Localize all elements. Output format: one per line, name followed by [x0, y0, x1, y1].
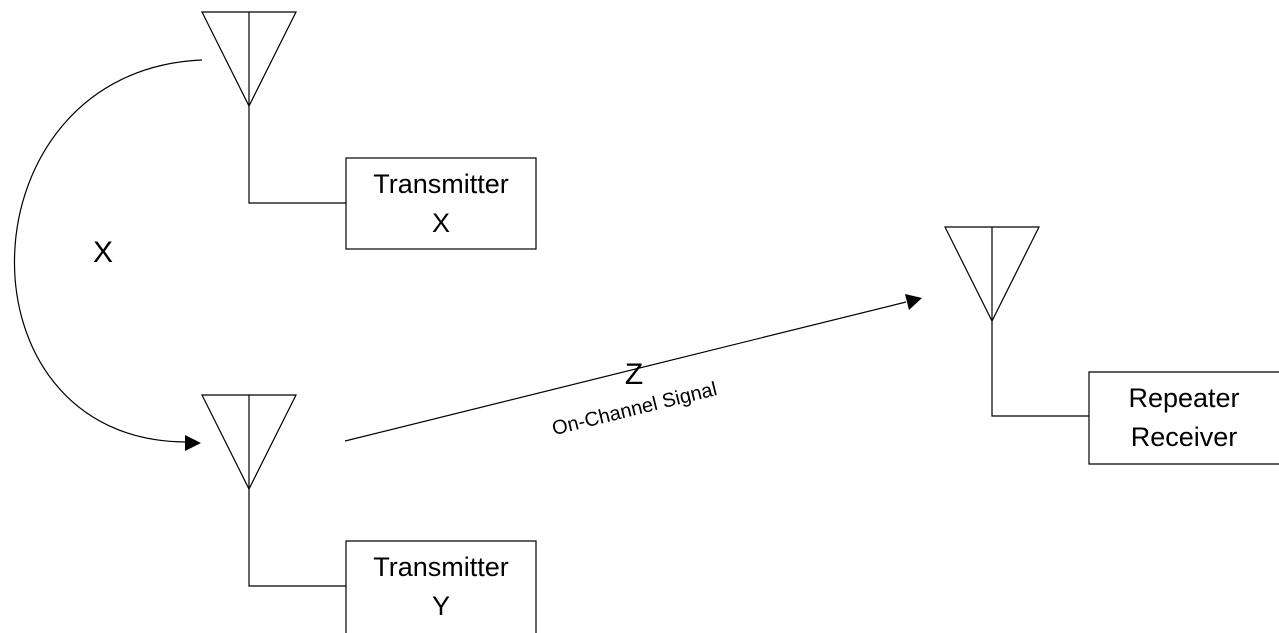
transmitter-x-antenna — [201, 11, 346, 204]
arc-label: X — [93, 236, 113, 269]
feed-line — [248, 106, 346, 204]
repeater-box: Repeater Receiver — [1088, 371, 1279, 465]
transmitter-y-label-line2: Y — [432, 591, 450, 621]
arrowhead-icon — [185, 435, 201, 451]
signal-path — [344, 294, 922, 442]
transmitter-x-label-line2: X — [432, 208, 450, 238]
coupling-arc — [14, 59, 203, 451]
transmitter-x-label-line1: Transmitter — [373, 169, 509, 199]
transmitter-y-antenna — [201, 394, 346, 587]
feed-line — [991, 321, 1089, 417]
transmitter-y-label-line1: Transmitter — [373, 552, 509, 582]
signal-label: Z — [625, 358, 643, 391]
transmitter-y-box: Transmitter Y — [345, 540, 537, 633]
transmitter-x-rect — [345, 157, 537, 250]
repeater-label-line1: Repeater — [1128, 383, 1239, 413]
arc-path — [14, 59, 203, 443]
signal-line — [344, 301, 907, 442]
repeater-rect — [1088, 371, 1279, 465]
repeater-antenna — [944, 226, 1089, 417]
repeater-label-line2: Receiver — [1131, 422, 1238, 452]
arrowhead-icon — [905, 294, 922, 310]
transmitter-x-box: Transmitter X — [345, 157, 537, 250]
transmitter-y-rect — [345, 540, 537, 633]
feed-line — [248, 489, 346, 587]
